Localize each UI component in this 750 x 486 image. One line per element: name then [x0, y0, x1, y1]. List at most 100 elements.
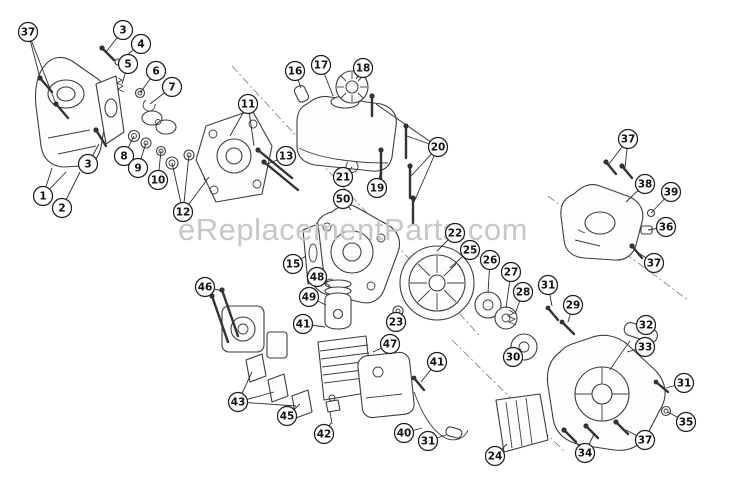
- tank-grommet-drawing: [293, 84, 310, 103]
- callout-32: 32: [635, 314, 657, 336]
- svg-text:28: 28: [516, 287, 531, 299]
- callout-27: 27: [500, 261, 522, 283]
- callout-7: 7: [161, 76, 183, 98]
- gasket-spacer-drawing: [245, 353, 313, 419]
- svg-text:31: 31: [677, 378, 692, 390]
- svg-text:37: 37: [647, 258, 662, 270]
- svg-text:18: 18: [356, 63, 371, 75]
- callout-18: 18: [352, 57, 374, 79]
- callout-37: 37: [17, 21, 39, 43]
- callout-31: 31: [537, 274, 559, 296]
- svg-text:15: 15: [286, 259, 301, 271]
- svg-text:37: 37: [21, 27, 36, 39]
- engine-mount-plate-drawing: [195, 109, 300, 203]
- callout-5: 5: [117, 53, 139, 75]
- svg-text:47: 47: [383, 339, 398, 351]
- callout-15: 15: [282, 253, 304, 275]
- svg-text:13: 13: [279, 151, 294, 163]
- callout-8: 8: [113, 145, 135, 167]
- crankcase-housing-drawing: [34, 56, 109, 168]
- callout-3: 3: [112, 19, 134, 41]
- callout-4: 4: [130, 33, 152, 55]
- callout-26: 26: [479, 249, 501, 271]
- svg-text:41: 41: [430, 357, 445, 369]
- svg-text:33: 33: [638, 342, 653, 354]
- svg-text:21: 21: [336, 172, 351, 184]
- svg-text:35: 35: [679, 417, 694, 429]
- callout-49: 49: [298, 286, 320, 308]
- svg-text:24: 24: [488, 451, 503, 463]
- svg-text:48: 48: [310, 272, 325, 284]
- callout-23: 23: [385, 311, 407, 333]
- svg-text:25: 25: [463, 245, 478, 257]
- spark-plug-drawing: [325, 394, 341, 425]
- tank-screws-drawing: [345, 93, 416, 226]
- piston-drawing: [324, 279, 352, 330]
- svg-text:27: 27: [504, 267, 519, 279]
- callout-40: 40: [393, 422, 415, 444]
- svg-text:34: 34: [578, 448, 593, 460]
- fuel-cap-drawing: [335, 70, 369, 104]
- svg-text:19: 19: [370, 183, 385, 195]
- recoil-starter-housing-drawing: [546, 334, 666, 451]
- callout-33: 33: [634, 336, 656, 358]
- callout-46: 46: [194, 276, 216, 298]
- svg-text:10: 10: [151, 175, 166, 187]
- callout-20: 20: [427, 136, 449, 158]
- callout-6: 6: [145, 60, 167, 82]
- clutch-drum-drawing: [495, 393, 549, 453]
- callout-13: 13: [275, 145, 297, 167]
- callout-2: 2: [51, 197, 73, 219]
- svg-text:38: 38: [638, 179, 653, 191]
- svg-text:26: 26: [483, 255, 498, 267]
- callout-31: 31: [417, 430, 439, 452]
- svg-text:12: 12: [176, 207, 191, 219]
- callout-43: 43: [227, 391, 249, 413]
- svg-text:42: 42: [317, 429, 332, 441]
- svg-text:6: 6: [152, 66, 159, 78]
- svg-text:37: 37: [638, 435, 653, 447]
- svg-text:1: 1: [39, 191, 46, 203]
- callout-3: 3: [77, 153, 99, 175]
- muffler-drawing: [357, 351, 415, 419]
- callout-17: 17: [310, 54, 332, 76]
- svg-text:29: 29: [566, 300, 581, 312]
- callout-42: 42: [313, 423, 335, 445]
- callout-1: 1: [32, 185, 54, 207]
- svg-text:31: 31: [421, 436, 436, 448]
- callout-21: 21: [332, 166, 354, 188]
- callout-37: 37: [643, 252, 665, 274]
- svg-text:20: 20: [431, 142, 446, 154]
- callout-28: 28: [512, 281, 534, 303]
- svg-text:3: 3: [119, 25, 126, 37]
- callout-41: 41: [426, 351, 448, 373]
- callout-25: 25: [459, 239, 481, 261]
- callout-39: 39: [660, 181, 682, 203]
- svg-text:37: 37: [621, 134, 636, 146]
- callout-41: 41: [292, 313, 314, 335]
- svg-text:7: 7: [168, 82, 175, 94]
- svg-text:40: 40: [397, 428, 412, 440]
- svg-text:11: 11: [241, 99, 256, 111]
- svg-text:36: 36: [659, 222, 674, 234]
- svg-text:22: 22: [448, 228, 463, 240]
- callout-38: 38: [634, 173, 656, 195]
- callout-12: 12: [172, 201, 194, 223]
- svg-text:30: 30: [506, 352, 521, 364]
- callout-50: 50: [332, 188, 354, 210]
- crankcase-gasket-drawing: [95, 75, 125, 145]
- svg-text:2: 2: [58, 203, 65, 215]
- callout-9: 9: [127, 157, 149, 179]
- callout-29: 29: [562, 294, 584, 316]
- callout-31: 31: [673, 372, 695, 394]
- svg-text:31: 31: [541, 280, 556, 292]
- svg-text:41: 41: [296, 319, 311, 331]
- svg-text:46: 46: [198, 282, 213, 294]
- svg-text:5: 5: [124, 59, 131, 71]
- callout-37: 37: [634, 429, 656, 451]
- callout-24: 24: [484, 445, 506, 467]
- callout-11: 11: [237, 93, 259, 115]
- svg-text:39: 39: [664, 187, 679, 199]
- svg-text:4: 4: [137, 39, 144, 51]
